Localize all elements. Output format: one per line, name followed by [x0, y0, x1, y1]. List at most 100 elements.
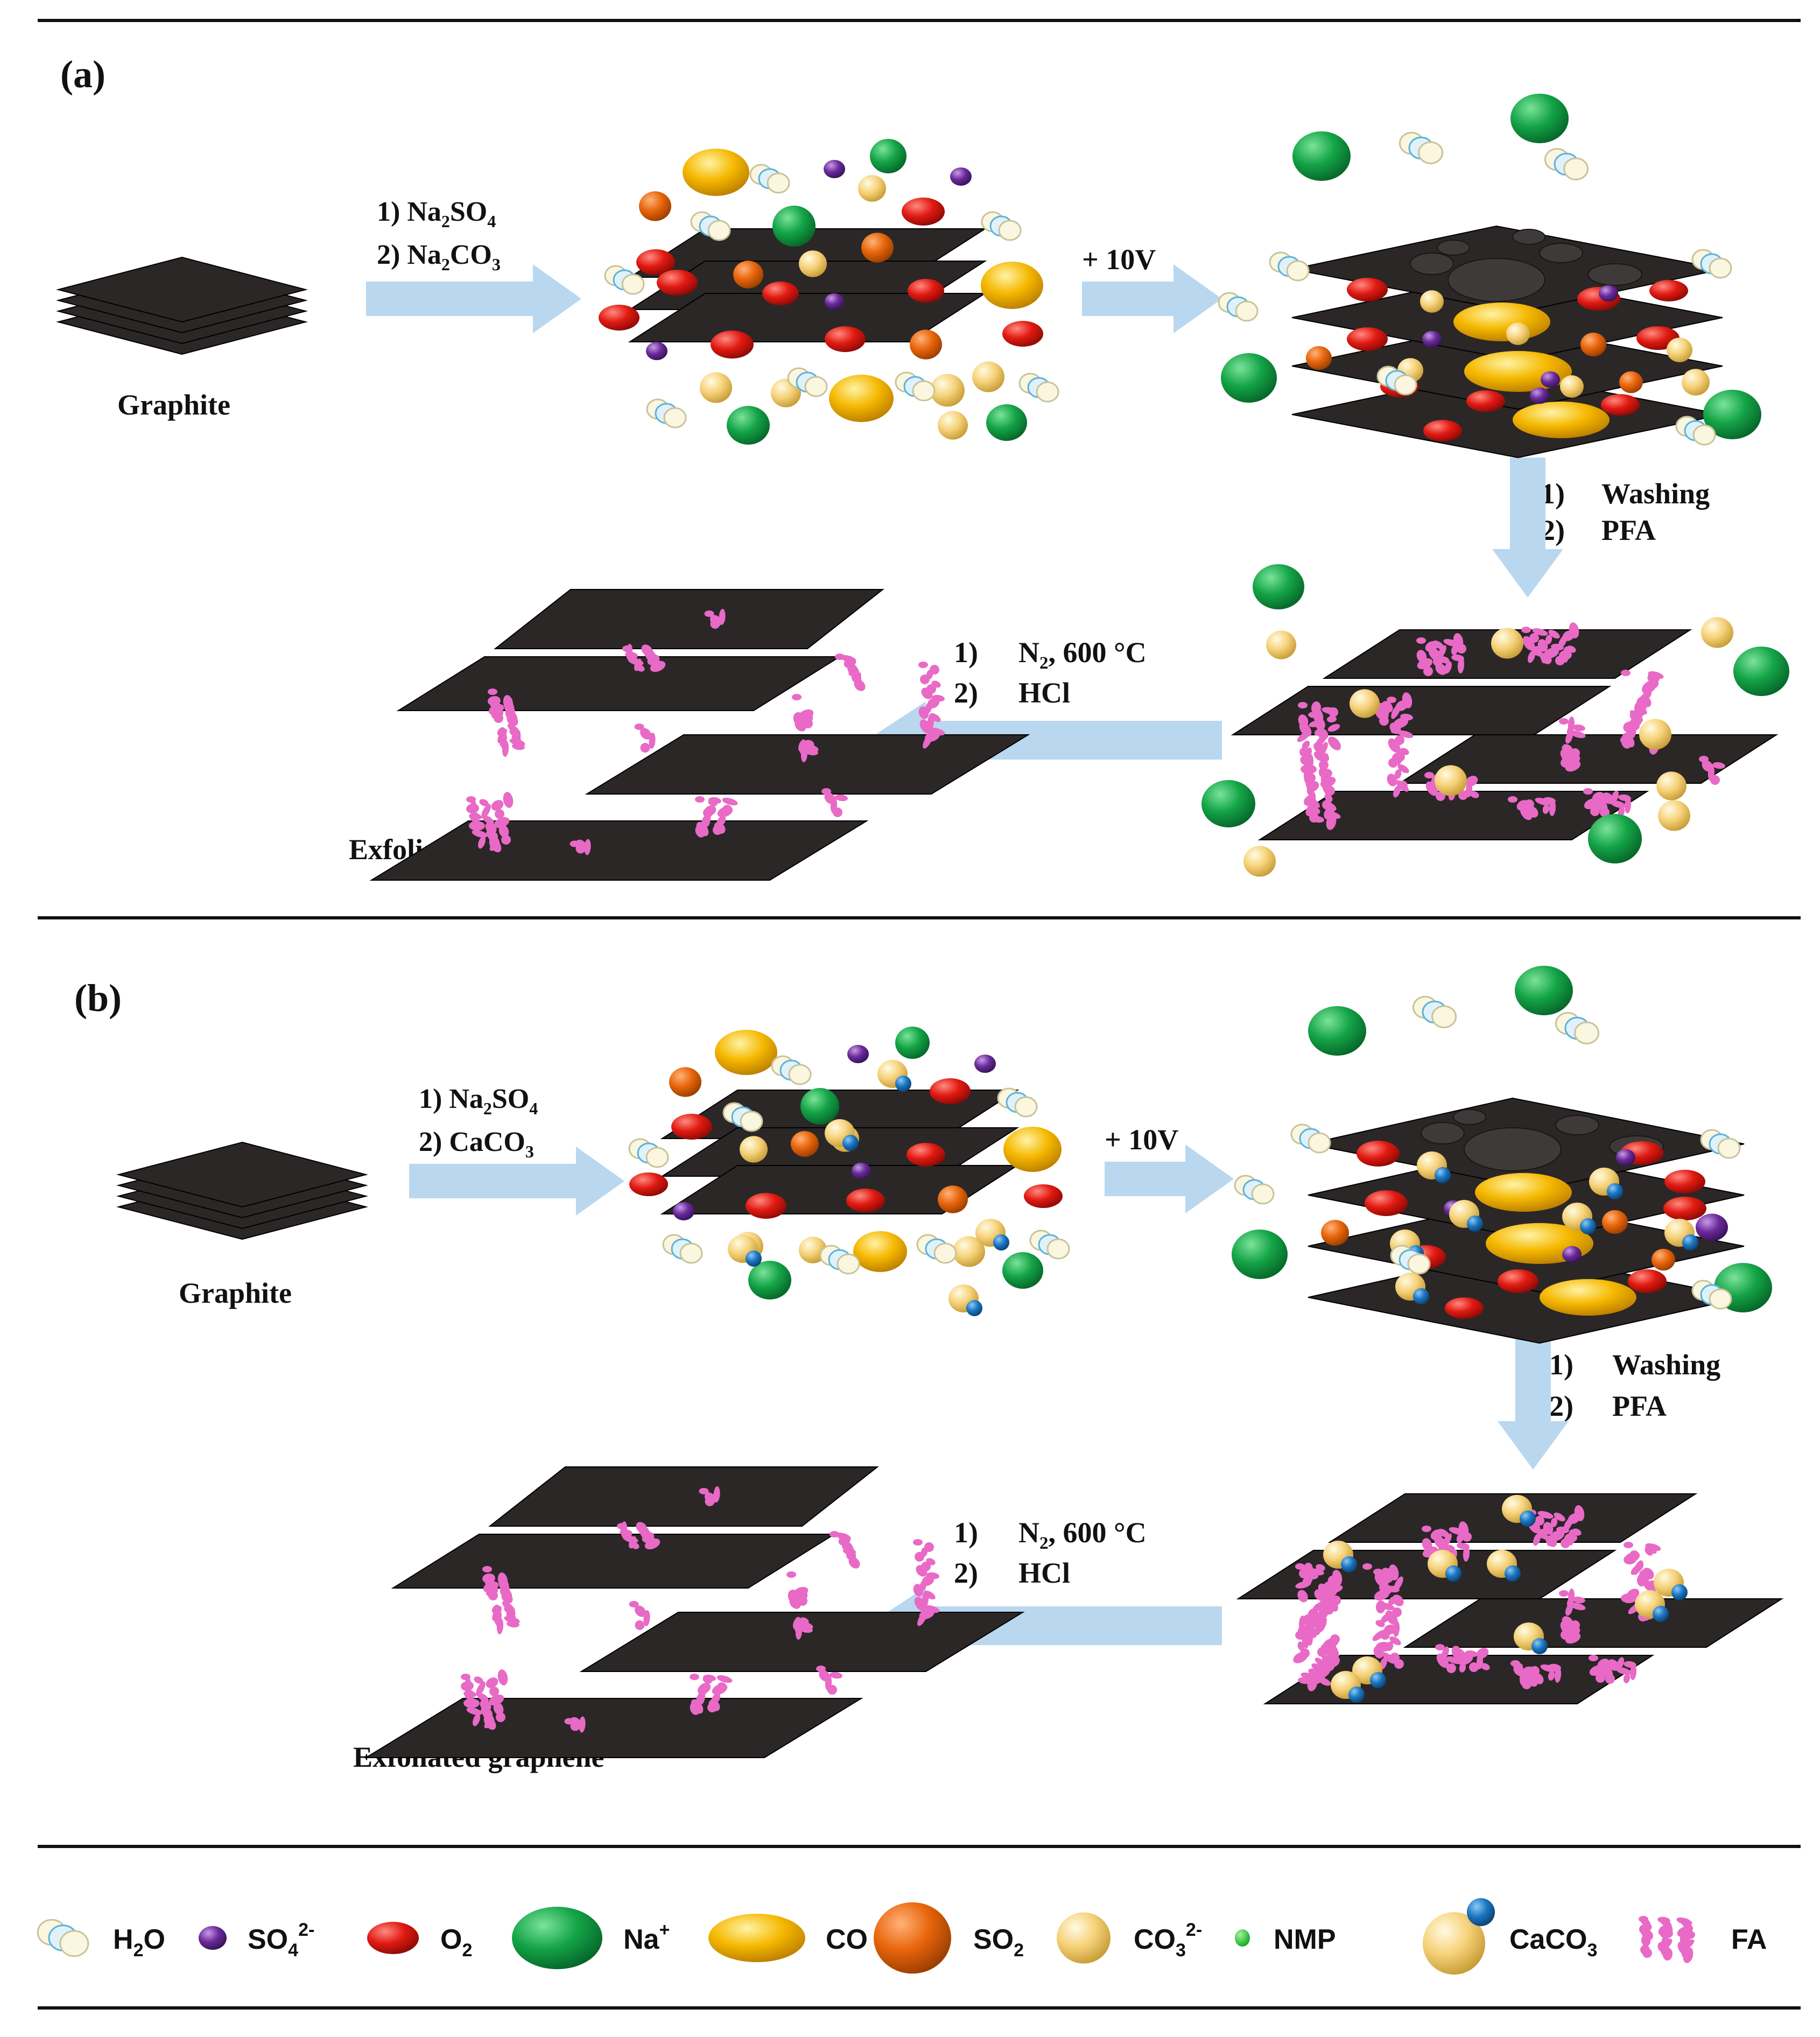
carbon-monoxide-molecule: [853, 1231, 907, 1272]
legend-label: H2O: [113, 1924, 165, 1961]
water-molecule: [628, 1138, 669, 1168]
graphene-sheet: [364, 1698, 863, 1758]
graphene-sheet: [1403, 1598, 1784, 1648]
water-molecule: [662, 1234, 703, 1264]
sulfur-dioxide-molecule: [1580, 332, 1606, 357]
sodium-ion: [986, 404, 1027, 441]
furfuryl-alcohol-cluster: [1583, 788, 1632, 817]
legend-item: H2O: [37, 1919, 165, 1961]
surface-bubble: [1587, 263, 1642, 286]
sodium-ion: [748, 1261, 791, 1300]
electrolyte-cluster: [599, 139, 1059, 445]
carbonate-ion-icon: [1057, 1912, 1111, 1964]
calcium-carbonate: [1395, 1273, 1429, 1304]
oxygen-molecule: [930, 1078, 971, 1104]
oxygen-molecule: [657, 270, 698, 296]
graphene-sheet: [369, 820, 869, 881]
furfuryl-alcohol-cluster: [699, 1486, 720, 1506]
water-molecule: [916, 1234, 957, 1264]
graphite-layer: [116, 1141, 368, 1208]
oxygen-molecule: [746, 1193, 786, 1219]
expanded-graphite: [1218, 94, 1761, 459]
furfuryl-alcohol-cluster: [1297, 701, 1341, 830]
sulfate-ion: [825, 293, 844, 310]
reagent-line2-b: 2) CaCO3: [419, 1127, 534, 1161]
furfuryl-alcohol-cluster: [1293, 1563, 1343, 1691]
water-molecule: [1691, 249, 1732, 279]
sulfur-dioxide-molecule: [938, 1185, 968, 1213]
sodium-ion: [1253, 564, 1304, 609]
carbonate-ion: [1435, 765, 1467, 796]
calcium-carbonate: [1562, 1203, 1596, 1234]
carbonate-ion: [1639, 719, 1671, 750]
carbonate-ion: [1420, 290, 1444, 313]
sulfate-ion: [974, 1055, 996, 1073]
furfuryl-alcohol-cluster: [1387, 692, 1414, 798]
water-molecule: [787, 367, 828, 397]
furfuryl-alcohol-cluster: [830, 1531, 860, 1569]
wash-step2-text-a: PFA: [1601, 514, 1656, 546]
furfuryl-alcohol-cluster: [1416, 633, 1467, 676]
exfoliated-graphene: [369, 589, 1030, 881]
furfuryl-alcohol-cluster: [821, 788, 848, 817]
water-molecule: [722, 1102, 763, 1132]
sulfate-ion: [1422, 331, 1442, 348]
water-molecule: [997, 1087, 1038, 1118]
legend-item: SO42-: [199, 1920, 314, 1961]
calcium-carbonate: [1487, 1550, 1521, 1582]
oxygen-molecule: [599, 305, 640, 331]
oxygen-molecule: [671, 1114, 712, 1140]
oxygen-molecule-icon: [367, 1922, 419, 1954]
oxygen-molecule: [1445, 1297, 1484, 1319]
sulfur-dioxide-molecule: [1321, 1220, 1349, 1246]
furfuryl-alcohol-cluster: [622, 644, 666, 672]
furfuryl-alcohol-cluster: [1527, 1505, 1585, 1548]
sulfur-dioxide-molecule: [639, 191, 671, 221]
legend-item: FA: [1639, 1916, 1767, 1963]
anneal-step2-num-a: 2): [954, 677, 978, 709]
panel-a-label: (a): [60, 53, 106, 96]
water-molecule: [1555, 1012, 1600, 1045]
legend-label: FA: [1731, 1924, 1767, 1955]
carbonate-ion: [1701, 617, 1733, 648]
water-molecule: [646, 398, 687, 429]
anneal-step1-num-a: 1): [954, 636, 978, 669]
legend-label: SO2: [973, 1924, 1024, 1961]
oxygen-molecule: [1628, 1269, 1667, 1293]
process-arrow: [1498, 1330, 1569, 1470]
water-molecule: [771, 1055, 812, 1085]
sulfate-ion: [1562, 1246, 1582, 1263]
water-molecule: [604, 265, 645, 295]
anneal-step2-text-a: HCl: [1018, 677, 1070, 709]
surface-bubble: [1464, 1127, 1562, 1171]
carbon-monoxide-molecule: [715, 1030, 777, 1075]
carbonate-ion: [1266, 630, 1296, 659]
oxygen-molecule: [1423, 420, 1462, 441]
legend-label: CO: [826, 1924, 868, 1955]
sulfur-dioxide-molecule: [669, 1067, 701, 1097]
sulfur-dioxide-molecule: [1619, 371, 1643, 394]
water-molecule: [1691, 1280, 1732, 1310]
sulfate-ion: [1541, 371, 1560, 388]
calcium-carbonate: [728, 1235, 762, 1267]
voltage-label-b: + 10V: [1105, 1123, 1178, 1156]
sodium-ion: [800, 1088, 839, 1125]
oxygen-molecule: [902, 198, 945, 226]
panel-b-label: (b): [74, 977, 122, 1020]
sodium-ion: [895, 1027, 930, 1059]
calcium-carbonate: [1635, 1590, 1669, 1622]
calcium-carbonate: [1331, 1671, 1365, 1703]
legend-label: Na+: [623, 1920, 670, 1955]
wash-step1-text-b: Washing: [1612, 1348, 1720, 1381]
process-arrow: [409, 1147, 624, 1216]
graphene-sheet: [628, 293, 987, 342]
oxygen-molecule: [1601, 394, 1640, 416]
calcium-carbonate: [1502, 1495, 1536, 1527]
calcium-carbonate: [1428, 1550, 1461, 1582]
graphene-sheet: [585, 734, 1030, 795]
furfuryl-alcohol-cluster: [1435, 1644, 1490, 1673]
sulfur-dioxide-icon: [874, 1902, 951, 1974]
reagent-line1-b: 1) Na2SO4: [419, 1084, 538, 1118]
process-arrow: [1492, 458, 1563, 598]
water-molecule: [749, 164, 790, 194]
